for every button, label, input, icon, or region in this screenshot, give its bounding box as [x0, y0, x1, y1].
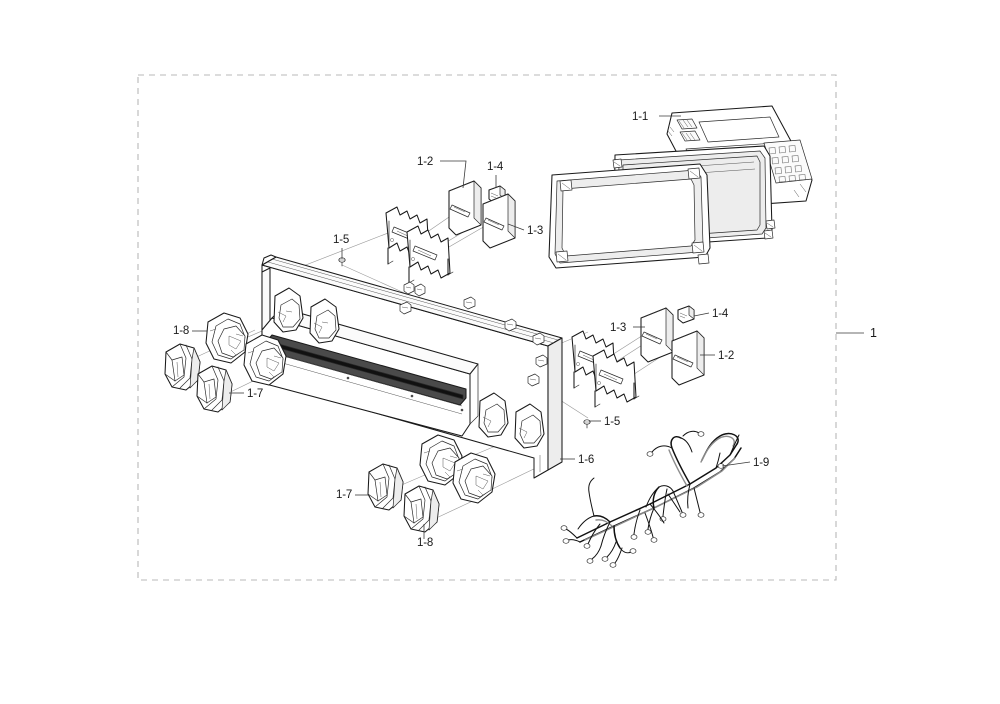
part-1-8-knob-outer-bottom [403, 485, 440, 533]
callout-label-control-panel-assembly: 1 [870, 326, 877, 340]
callout-1-4: 1-4 [487, 161, 504, 188]
callout-1-1: 1-1 [632, 111, 681, 123]
callout-label-knob-inner-left: 1-7 [247, 388, 263, 400]
callout-label-knob-block-upper-right: 1-3 [527, 225, 543, 237]
part-1-9-wire-harness [560, 430, 742, 568]
panel-small-clips [399, 281, 548, 387]
knob-boss-group-right [478, 392, 545, 449]
part-1-2-knob-block-upper [448, 180, 482, 236]
callout-leader-line [721, 461, 751, 467]
part-1-2-knob-block-lower [671, 330, 705, 386]
callout-label-knob-inner-bottom: 1-7 [336, 489, 352, 501]
callout-label-wire-harness: 1-9 [753, 457, 769, 469]
part-1-5-screw-lower [583, 419, 591, 429]
callout-1-5: 1-5 [333, 234, 349, 259]
callout-label-screw-upper: 1-5 [333, 234, 349, 246]
part-control-panel-glass-lower [548, 163, 711, 269]
callout-label-knob-block-upper-left: 1-2 [417, 156, 433, 168]
callout-leader-line [693, 312, 710, 317]
part-1-7-knob-inner-bottom [367, 463, 404, 511]
part-1-3-knob-block-upper [482, 193, 516, 249]
callout-leader-line [507, 223, 525, 231]
part-knob-ring-bottom-lower [452, 452, 496, 504]
callout-label-control-panel-membrane-keypad: 1-1 [632, 111, 648, 123]
part-lower-knob-mounting-bracket [571, 330, 640, 408]
callout-1-3: 1-3 [507, 223, 543, 237]
callout-label-control-panel-bracket-body: 1-6 [578, 454, 594, 466]
callout-label-knob-block-lower-right: 1-2 [718, 350, 734, 362]
callout-label-clip-retainer-upper: 1-4 [487, 161, 504, 173]
callout-1-7: 1-7 [229, 388, 263, 400]
part-1-4-clip-retainer-lower [677, 305, 695, 324]
callout-1-8: 1-8 [173, 325, 207, 337]
callout-label-knob-outer-left: 1-8 [173, 325, 189, 337]
callout-1-9: 1-9 [721, 457, 769, 469]
part-knob-ring-left-lower [243, 334, 287, 386]
callout-1-2: 1-2 [417, 156, 467, 189]
part-knob-ring-left-upper [205, 312, 249, 364]
part-1-7-knob-inner-left [196, 365, 233, 413]
callout-label-clip-retainer-lower: 1-4 [712, 308, 729, 320]
callout-1-3: 1-3 [610, 322, 645, 334]
callout-1-4: 1-4 [693, 308, 729, 320]
callout-leader-line [440, 160, 467, 189]
callout-1-6: 1-6 [560, 454, 594, 466]
callout-label-knob-outer-bottom: 1-8 [417, 537, 433, 549]
callout-layer: 1 1-1 1-2 1-4 1-3 1-5 1-8 1-7 1-3 1-4 1-2 1-5 1-6 1-7… [173, 111, 877, 549]
part-knob-ring-bottom-upper [419, 434, 463, 486]
knob-boss-group-left [273, 287, 340, 344]
callout-1-7: 1-7 [336, 489, 368, 501]
callout-label-knob-block-lower-left: 1-3 [610, 322, 626, 334]
callout-1-8: 1-8 [417, 524, 433, 549]
callout-1-2: 1-2 [700, 350, 734, 362]
part-1-6-control-panel-bracket-body [261, 254, 563, 479]
part-1-8-knob-outer-left [164, 343, 201, 391]
part-1-5-screw-upper [338, 257, 346, 267]
part-1-3-knob-block-lower [640, 307, 674, 363]
callout-label-screw-lower: 1-5 [604, 416, 620, 428]
callout-1-5: 1-5 [589, 416, 620, 428]
assembly-boundary-dashed-box [137, 74, 837, 581]
part-upper-knob-mounting-bracket [385, 206, 454, 284]
callout-1: 1 [836, 326, 877, 340]
